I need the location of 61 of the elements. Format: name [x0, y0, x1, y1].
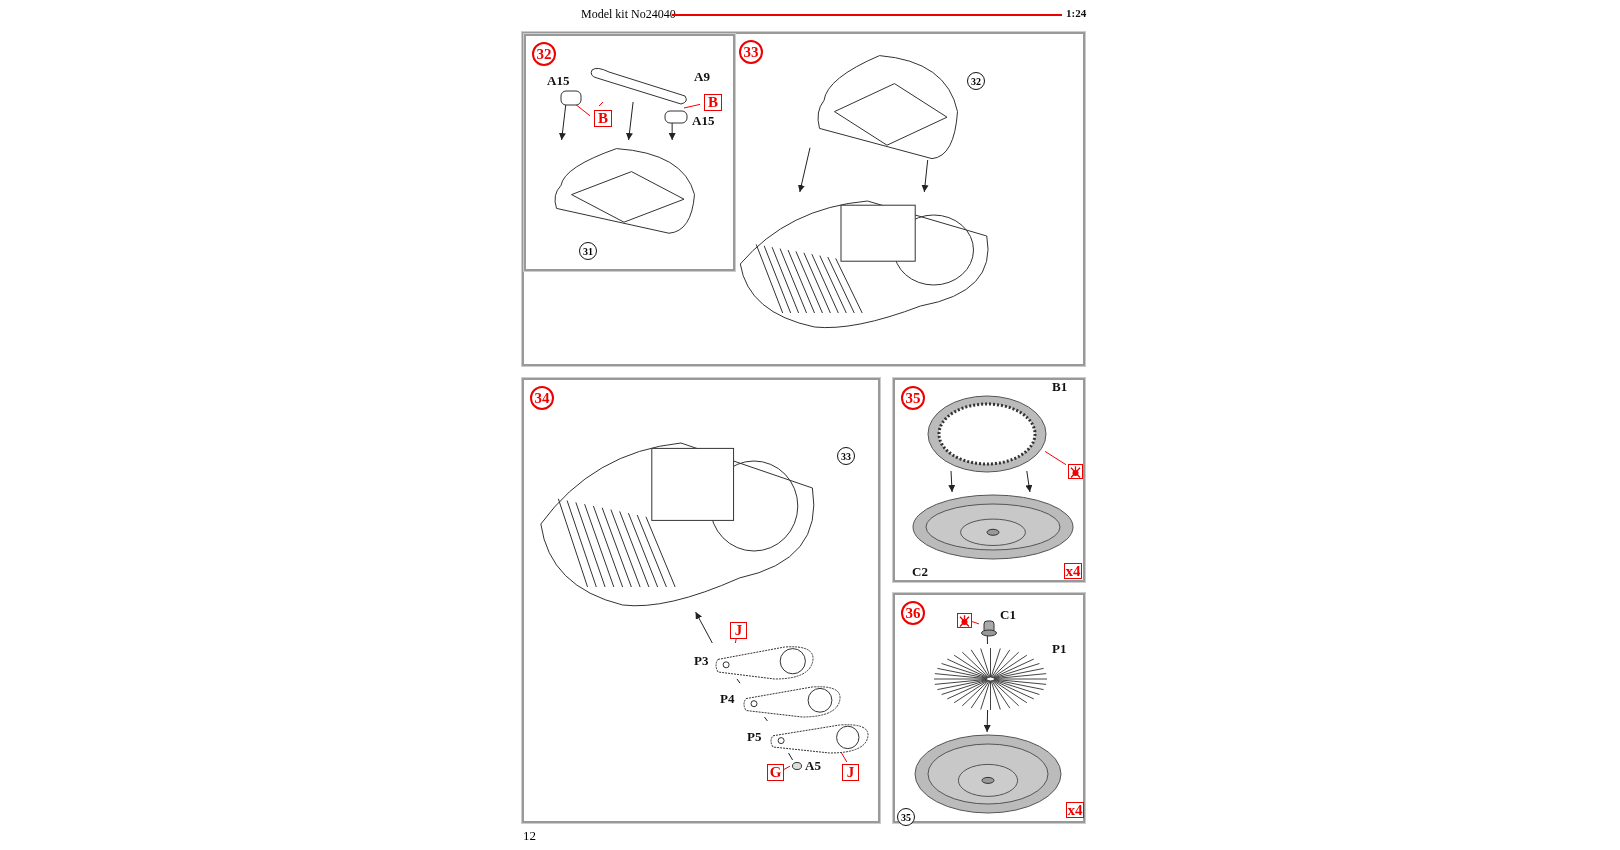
- wheel-disc-drawing: [912, 494, 1074, 560]
- part-number: C1: [1000, 608, 1016, 621]
- part-number: P4: [720, 692, 735, 705]
- callout-number: 33: [837, 447, 855, 465]
- page-number: 12: [523, 828, 536, 844]
- part-number: A5: [805, 759, 821, 772]
- callout-number: 35: [897, 808, 915, 826]
- step-panel: [893, 378, 1085, 582]
- wheel-drawing: [914, 734, 1062, 814]
- part-number: B1: [1052, 380, 1068, 393]
- spokes-drawing: [932, 646, 1049, 712]
- step-number: 32: [532, 42, 556, 66]
- symbol-icon: [1068, 464, 1083, 479]
- step-panel: [893, 593, 1085, 823]
- header-title: Model kit No24040: [581, 7, 676, 22]
- part-number: P5: [747, 730, 762, 743]
- step-number: 33: [739, 40, 763, 64]
- step-panel: [522, 378, 880, 823]
- arrow: [797, 147, 811, 193]
- step-panel: [524, 34, 735, 271]
- leader-line: [683, 103, 701, 109]
- arrow: [948, 470, 956, 493]
- armrest-part-drawing: [560, 90, 582, 106]
- hub-cap-drawing: [981, 620, 997, 637]
- step-number: 35: [901, 386, 925, 410]
- leader-line: [598, 101, 604, 107]
- callout-number: 31: [579, 242, 597, 260]
- part-number: A15: [692, 114, 715, 127]
- leader-line: [841, 752, 848, 763]
- instruction-letter: B: [704, 94, 722, 111]
- leader-line: [969, 620, 980, 625]
- step-number: 36: [901, 601, 925, 625]
- backrest-bar-drawing: [589, 66, 689, 106]
- arrow: [1025, 470, 1033, 493]
- chain-drive-drawing: [742, 685, 842, 719]
- part-number: A9: [694, 70, 710, 83]
- part-number: P1: [1052, 642, 1067, 655]
- symbol-icon: [957, 613, 972, 628]
- arrow: [625, 101, 634, 141]
- arrow: [983, 709, 991, 733]
- pin-part-drawing: [792, 762, 802, 770]
- instruction-letter: J: [842, 764, 859, 781]
- step-panel: [522, 32, 1085, 366]
- step-number: 34: [530, 386, 554, 410]
- instruction-letter: G: [767, 764, 784, 781]
- quantity-mark: x4: [1066, 802, 1084, 818]
- tyre-ring-drawing: [927, 395, 1047, 473]
- instruction-letter: J: [730, 622, 747, 639]
- instruction-letter: B: [594, 110, 612, 127]
- arrow: [921, 159, 929, 193]
- quantity-mark: x4: [1064, 563, 1082, 579]
- part-number: P3: [694, 654, 709, 667]
- chain-drive-drawing: [769, 723, 870, 755]
- part-number: A15: [547, 74, 570, 87]
- armrest-part-drawing: [664, 110, 688, 124]
- chain-drive-drawing: [714, 645, 815, 681]
- callout-number: 32: [967, 72, 985, 90]
- scale-label: 1:24: [1066, 8, 1087, 19]
- part-number: C2: [912, 565, 928, 578]
- arrow: [695, 611, 713, 644]
- leader-line: [1044, 450, 1067, 466]
